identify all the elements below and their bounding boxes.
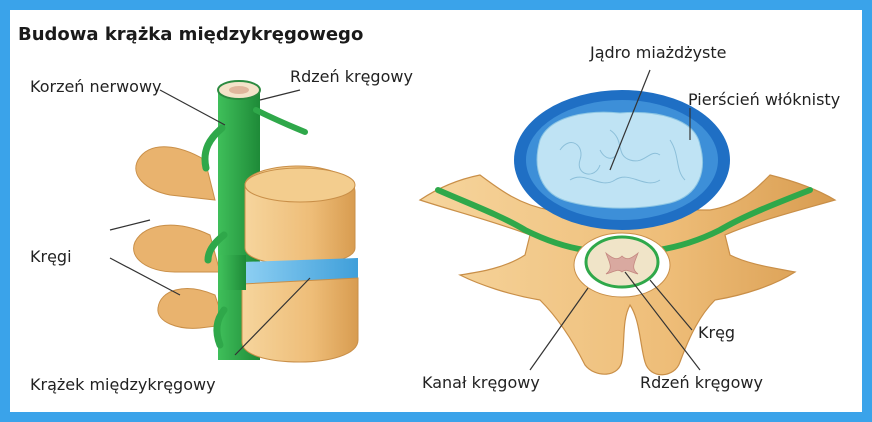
spinal-cord-segment: [220, 255, 246, 290]
label-nerve-root: Korzeń nerwowy: [30, 77, 162, 96]
nerve-root-upper-right: [256, 110, 305, 132]
label-nucleus-pulposus: Jądro miażdżyste: [589, 43, 727, 62]
label-annulus-fibrosus: Pierścień włóknisty: [688, 90, 840, 109]
diagram-title: Budowa krążka międzykręgowego: [18, 24, 363, 45]
posterior-process-middle: [134, 225, 220, 272]
spinal-cord-grey-matter: [229, 86, 249, 94]
diagram-frame: Budowa krążka międzykręgowego: [10, 10, 862, 412]
label-intervertebral-disc: Krążek międzykręgowy: [30, 375, 216, 394]
label-spinal-cord-bottom: Rdzeń kręgowy: [640, 373, 763, 392]
label-spinal-canal: Kanał kręgowy: [422, 373, 540, 392]
vertebral-body-upper-top: [245, 168, 355, 202]
label-vertebrae: Kręgi: [30, 247, 72, 266]
disc-anatomy-diagram: Budowa krążka międzykręgowego: [10, 10, 862, 412]
label-spinal-cord-top: Rdzeń kręgowy: [290, 67, 413, 86]
vertebra-top-view: [420, 90, 835, 375]
spine-side-view: [134, 81, 358, 362]
vertebral-body-lower: [242, 278, 358, 362]
label-vertebra: Kręg: [698, 323, 735, 342]
